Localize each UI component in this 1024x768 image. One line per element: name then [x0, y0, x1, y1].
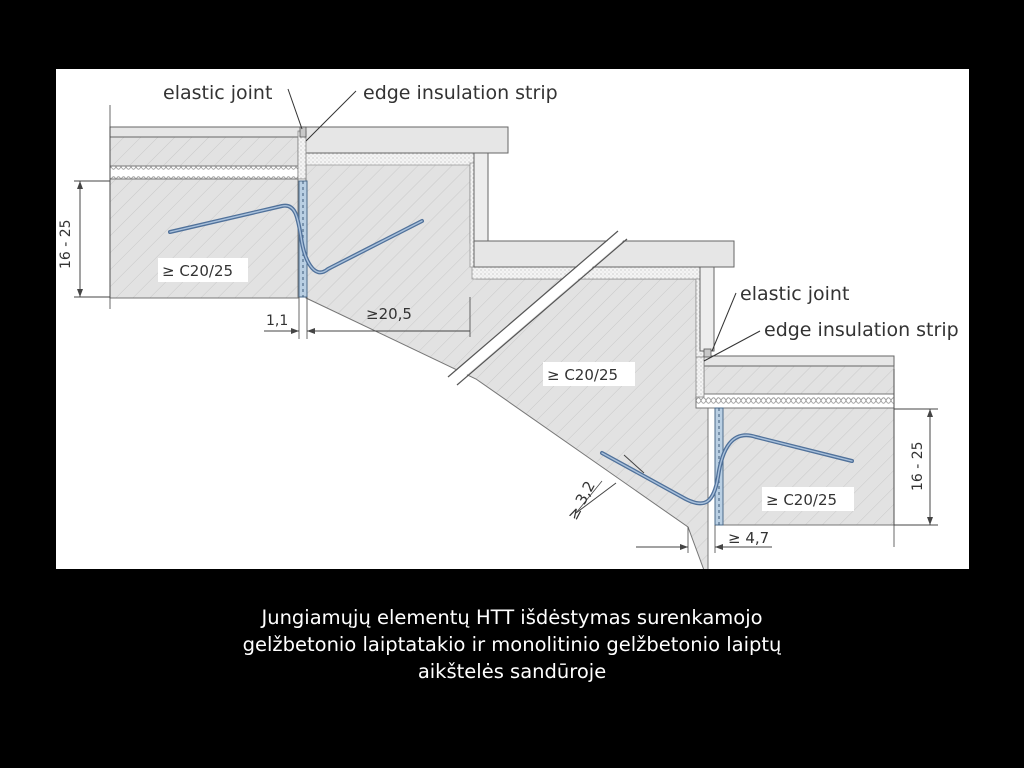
dim-gap-arrow-right: [307, 328, 315, 334]
dim-diagonal-ext-a: [575, 480, 603, 514]
label-top-elastic-joint: elastic joint: [163, 82, 272, 104]
dim-length-lower-arrow-right: [715, 544, 723, 550]
concrete-label-middle-box: [543, 362, 635, 386]
upper-insulation-layer: [109, 165, 299, 180]
leader-top-elastic-joint: [287, 88, 303, 130]
dim-left-arrow-bottom: [77, 289, 83, 297]
dim-left-arrow-top: [77, 181, 83, 189]
dim-right-arrow-top: [927, 409, 933, 417]
dim-height-right: 16 - 25: [910, 441, 926, 491]
lower-htt-rebar-highlight: [601, 434, 853, 505]
tread-mortar-bed-upper: [303, 152, 475, 166]
concrete-label-lower: ≥ C20/25: [766, 491, 837, 509]
stair-joint-diagram: ≥ C20/25 ≥ C20/25 ≥ C20/25 elastic joint…: [58, 82, 959, 569]
leader-top-edge-strip: [305, 90, 357, 142]
concrete-label-middle: ≥ C20/25: [547, 366, 618, 384]
label-top-edge-strip: edge insulation strip: [363, 82, 558, 104]
dim-length-lower: ≥ 4,7: [728, 529, 769, 547]
concrete-label-lower-box: [762, 487, 854, 511]
leader-bottom-elastic-joint: [711, 292, 737, 352]
lower-landing-screed: [703, 364, 895, 395]
lower-insulation-layer: [695, 393, 895, 409]
upper-landing-screed: [109, 136, 299, 167]
lower-floor-finish: [703, 355, 895, 367]
break-line: [448, 231, 626, 385]
diagram-panel: ≥ C20/25 ≥ C20/25 ≥ C20/25 elastic joint…: [56, 69, 969, 569]
dim-diagonal-ext-b: [575, 482, 617, 514]
lower-elastic-joint: [703, 348, 712, 358]
tread-top-upper: [301, 126, 509, 154]
caption: Jungiamųjų elementų HTT išdėstymas suren…: [0, 604, 1024, 685]
concrete-label-upper-box: [158, 258, 248, 282]
break-line-edge-b: [456, 238, 628, 386]
caption-line-2: gelžbetonio laiptatakio ir monolitinio g…: [242, 633, 782, 656]
label-bottom-edge-strip: edge insulation strip: [764, 319, 959, 341]
dim-gap: 1,1: [266, 313, 288, 329]
dim-length-upper: ≥20,5: [366, 305, 412, 323]
dim-diagonal: ≥ 3,2: [564, 478, 599, 523]
upper-edge-insulation-strip: [297, 130, 307, 180]
upper-htt-rebar-highlight: [169, 205, 423, 274]
concrete-label-upper: ≥ C20/25: [162, 262, 233, 280]
dim-height-left: 16 - 25: [58, 219, 74, 269]
dim-length-lower-arrow-left: [680, 544, 688, 550]
break-line-edge-a: [447, 230, 619, 378]
caption-line-3: aikštelės sandūroje: [417, 660, 607, 683]
label-bottom-elastic-joint: elastic joint: [740, 283, 849, 305]
upper-floor-finish: [109, 126, 303, 138]
caption-line-1: Jungiamųjų elementų HTT išdėstymas suren…: [261, 606, 763, 629]
tread-riser-lower: [699, 266, 715, 352]
stair-flight: [305, 152, 709, 569]
leader-bottom-edge-strip: [703, 330, 761, 362]
upper-elastic-joint: [299, 126, 307, 138]
dim-right-arrow-bottom: [927, 517, 933, 525]
dim-gap-arrow-left: [291, 328, 299, 334]
tread-riser-upper: [473, 152, 489, 242]
dim-diagonal-tick: [623, 454, 645, 474]
lower-edge-insulation-strip: [695, 356, 705, 398]
